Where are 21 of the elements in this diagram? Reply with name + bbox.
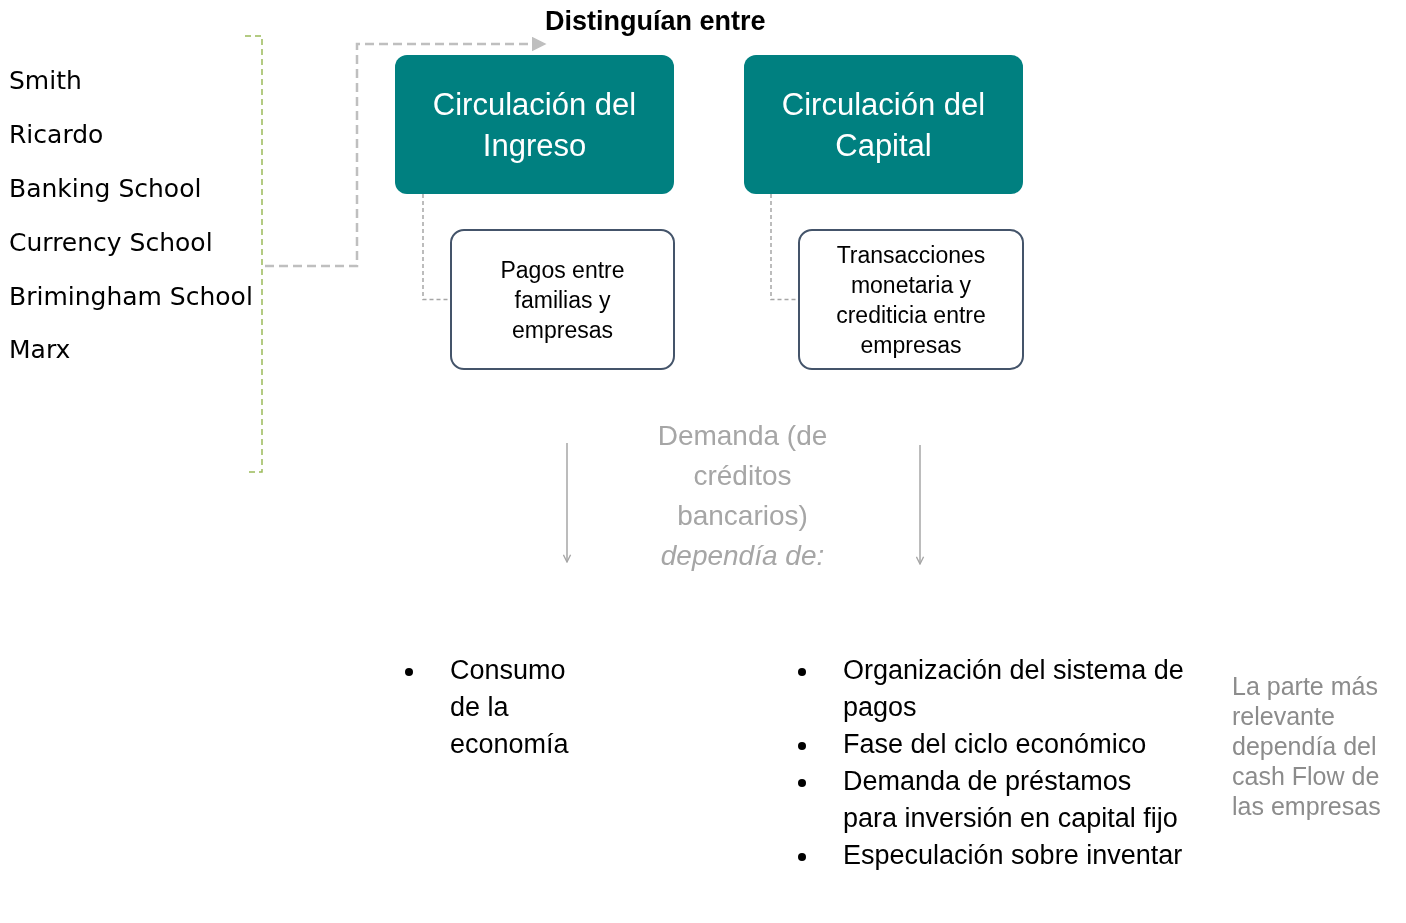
bullet-text: Organización del sistema de pagos [843,655,1184,722]
arrow [265,36,547,268]
name-label: Brimingham School [9,281,253,313]
bullet-text: Consumo de la economía [450,655,569,759]
process-box: Pagos entre familias y empresas [450,229,675,370]
bullet-text: Especulación sobre inventar [843,840,1183,870]
connector-line [770,193,799,301]
process-box: Circulación del Capital [744,55,1023,194]
connector-line [422,193,451,301]
annotation: Demanda (de créditos bancarios) dependía de: [656,419,829,573]
process-box: Circulación del Ingreso [395,55,674,194]
name-label: Banking School [9,173,202,205]
name-label: Marx [9,334,71,366]
name-label: Smith [9,65,82,97]
heading: Distinguían entre [545,6,766,37]
side-note: La parte más relevante dependía del cash Flow de las empresas [1232,671,1382,821]
process-box: Transacciones monetaria y crediticia entre empresas [798,229,1024,370]
bullet-text: Demanda de préstamos para inversión en capital fijo [843,766,1178,833]
name-label: Currency School [9,227,213,259]
name-label: Ricardo [9,119,104,151]
bullet-text: Fase del ciclo económico [843,729,1147,759]
